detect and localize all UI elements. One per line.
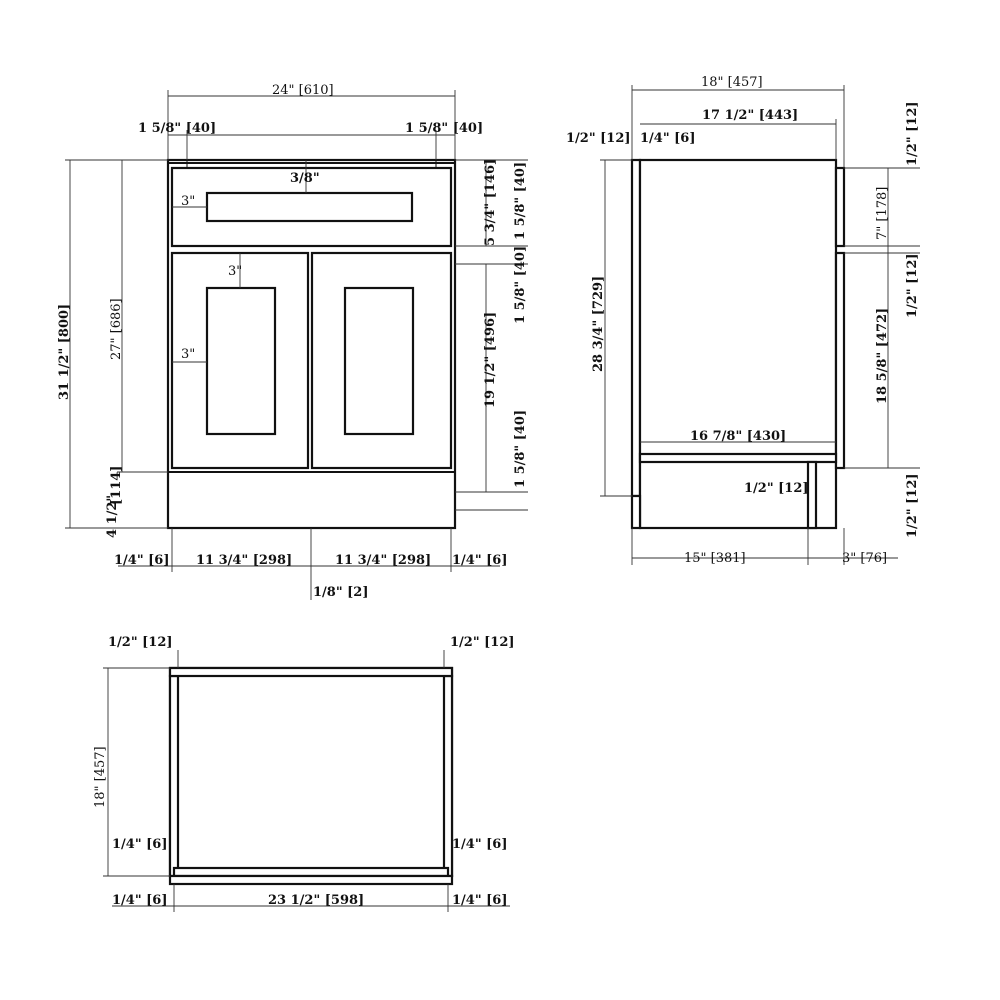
door-w-left-label: 11 3/4" [298] — [196, 553, 292, 568]
side-shelf-label: 16 7/8" [430] — [690, 429, 786, 444]
door-bottom-rail-label: 1 5/8" [40] — [513, 410, 528, 488]
stile-right-label: 1 5/8" [40] — [405, 121, 483, 136]
side-inner-depth-label: 17 1/2" [443] — [702, 108, 798, 123]
side-door-h-label: 18 5/8" [472] — [875, 308, 890, 404]
top-back-right-label: 1/4" [6] — [452, 837, 508, 852]
side-toe-setback-label: 1/2" [12] — [744, 481, 809, 496]
drawer-height-label: 5 3/4" [146] — [483, 159, 498, 246]
reveal-left-label: 1/4" [6] — [114, 553, 170, 568]
side-drawer-front — [834, 166, 846, 248]
side-bottom-reveal-label: 1/2" [12] — [905, 473, 920, 538]
side-back-panel — [630, 158, 642, 498]
drawer-frame-label: 3" — [181, 194, 195, 209]
side-base-depth-label: 15" [381] — [684, 551, 746, 566]
box-height-label: 27" [686] — [109, 298, 124, 360]
door-frame-top-label: 3" — [228, 264, 242, 279]
front-view: 24" [610] 1 5/8" [40] 1 5/8" [40] 3" 3/8… — [57, 83, 528, 600]
top-inner-width-label: 23 1/2" [598] — [268, 893, 364, 908]
total-height-label: 31 1/2" [800] — [57, 304, 72, 400]
door-top-rail-label: 1 5/8" [40] — [513, 246, 528, 324]
top-left-side — [168, 674, 180, 878]
door-right-panel — [343, 286, 415, 436]
door-height-label: 19 1/2" [496] — [483, 312, 498, 408]
top-bottom-left-label: 1/4" [6] — [112, 893, 168, 908]
side-case-height-label: 28 3/4" [729] — [591, 276, 606, 372]
top-back — [168, 666, 454, 678]
side-drawer-h-label: 7" [178] — [875, 187, 890, 240]
drawer-rail-label: 3/8" — [290, 171, 320, 186]
top-left-side-label: 1/2" [12] — [108, 635, 173, 650]
door-w-right-label: 11 3/4" [298] — [335, 553, 431, 568]
side-toe-board — [806, 460, 818, 530]
top-depth-label: 18" [457] — [93, 746, 108, 808]
side-base-block — [630, 494, 642, 530]
door-frame-side-label: 3" — [181, 347, 195, 362]
side-door-front — [834, 251, 846, 470]
toe-fraction-label: 4 1/2" — [105, 495, 120, 538]
side-depth-label: 18" [457] — [701, 75, 763, 90]
top-outer — [168, 666, 454, 878]
side-top-reveal-label: 1/2" [12] — [905, 101, 920, 166]
side-back-gap-label: 1/4" [6] — [640, 131, 696, 146]
stile-left-label: 1 5/8" [40] — [138, 121, 216, 136]
reveal-right-label: 1/4" [6] — [452, 553, 508, 568]
top-view: 1/2" [12] 1/2" [12] 18" [457] 1/4" [6] 1… — [93, 635, 515, 912]
top-right-side — [442, 674, 454, 878]
side-back-panel-label: 1/2" [12] — [566, 131, 631, 146]
front-width-label: 24" [610] — [272, 83, 334, 98]
top-front-rail — [172, 866, 450, 878]
top-bottom-right-label: 1/4" [6] — [452, 893, 508, 908]
side-shelf — [638, 452, 838, 464]
side-view: 18" [457] 17 1/2" [443] 1/2" [12] 1/4" [… — [566, 75, 920, 566]
top-right-side-label: 1/2" [12] — [450, 635, 515, 650]
drawer-gap-label: 1 5/8" [40] — [513, 162, 528, 240]
drawer-panel — [205, 191, 414, 223]
side-mid-reveal-label: 1/2" [12] — [905, 253, 920, 318]
door-gap-label: 1/8" [2] — [313, 585, 369, 600]
top-front-face — [168, 874, 454, 886]
side-toe-kick-label: 3" [76] — [842, 551, 887, 566]
toe-height-label: [114] — [109, 466, 124, 505]
top-back-left-label: 1/4" [6] — [112, 837, 168, 852]
side-carcass — [638, 158, 838, 530]
door-left-panel — [205, 286, 277, 436]
